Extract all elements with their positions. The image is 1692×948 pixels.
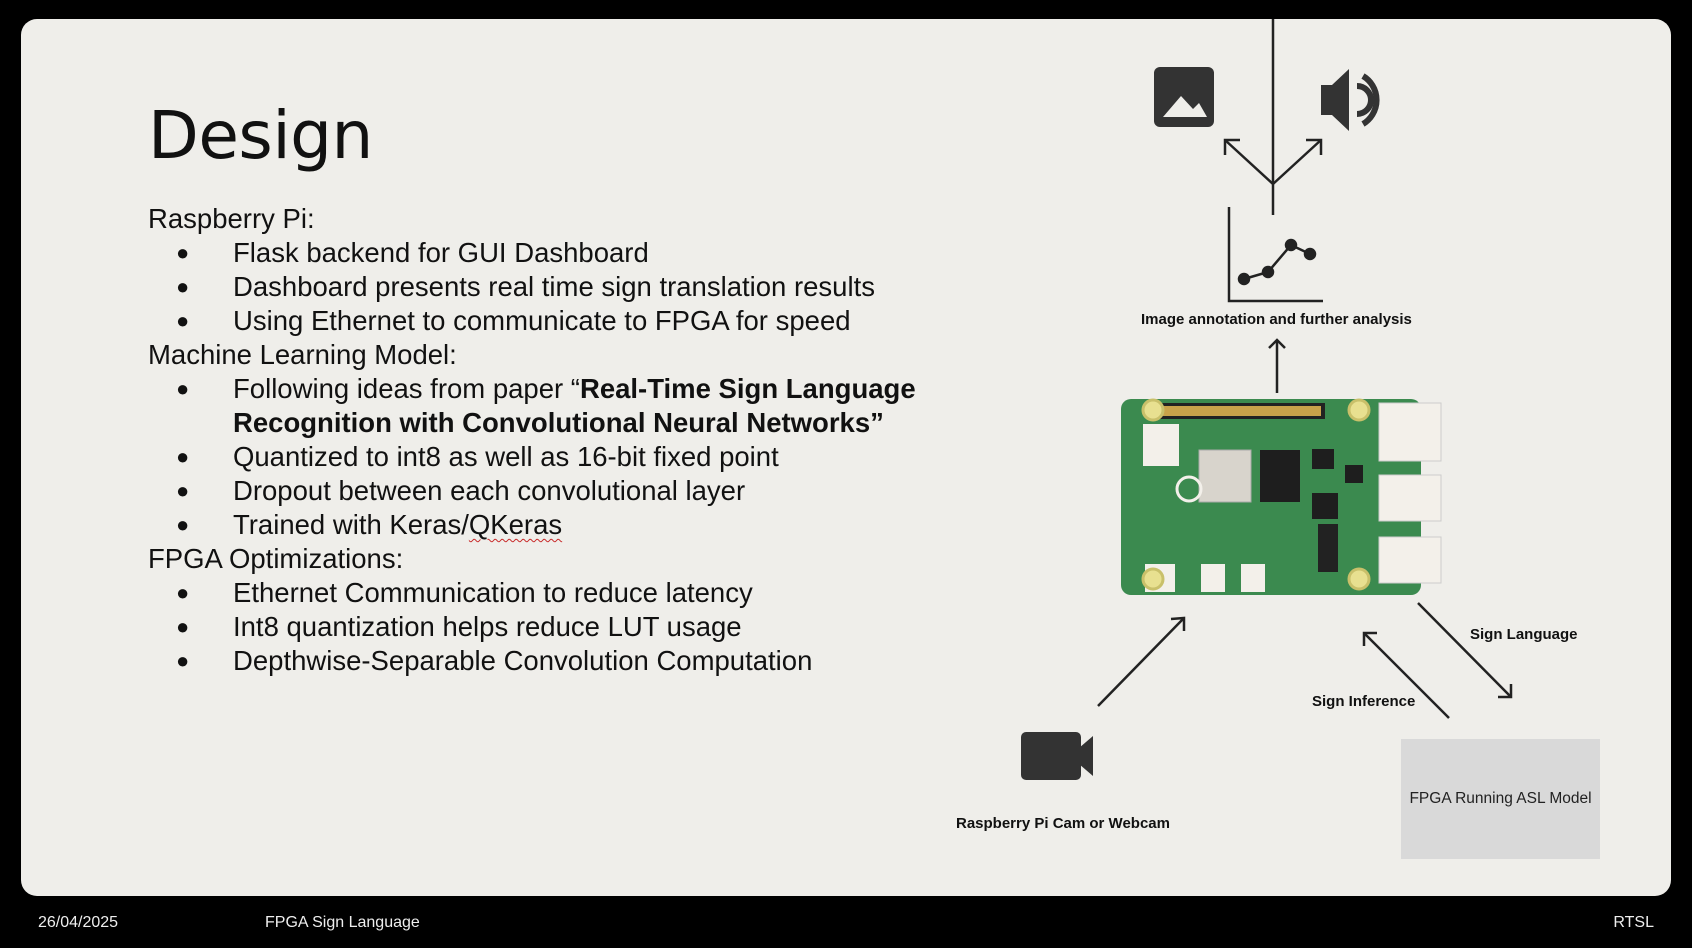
image-icon	[1154, 67, 1214, 127]
bullet-text: Following ideas from paper “	[233, 373, 580, 404]
raspberry-pi-board	[1121, 398, 1442, 595]
sign-language-arrow	[1417, 602, 1513, 699]
bullet-icon: ●	[176, 512, 190, 537]
footer-project: FPGA Sign Language	[265, 914, 420, 931]
spellcheck-word: QKeras	[468, 509, 563, 540]
bullet-icon: ●	[176, 274, 190, 299]
bullet-text: Trained with Keras/	[233, 509, 469, 540]
list-item: ● Following ideas from paper “Real-Time S…	[148, 372, 968, 440]
raspberry-pi-bullets: ● Flask backend for GUI Dashboard ● Dashbo…	[148, 236, 968, 338]
footer-date: 26/04/2025	[38, 914, 119, 931]
bullet-icon: ●	[176, 580, 190, 605]
bullet-icon: ●	[176, 308, 190, 333]
camera-arrow	[1097, 616, 1186, 707]
bullet-text: Dashboard presents real time sign transl…	[233, 271, 875, 302]
bullet-text: Depthwise-Separable Convolution Computat…	[233, 645, 813, 676]
section-heading-fpga: FPGA Optimizations:	[148, 543, 404, 574]
bullet-icon: ●	[176, 648, 190, 673]
bullet-text: Using Ethernet to communicate to FPGA fo…	[233, 305, 851, 336]
list-item: ● Ethernet Communication to reduce latenc…	[148, 576, 968, 610]
footer-code: RTSL	[1613, 914, 1654, 931]
sign-language-label: Sign Language	[1470, 626, 1578, 643]
list-item: ● Quantized to int8 as well as 16-bit fix…	[148, 440, 968, 474]
ml-model-bullets: ● Following ideas from paper “Real-Time S…	[148, 372, 968, 542]
bullet-icon: ●	[176, 444, 190, 469]
up-arrow	[1268, 338, 1286, 393]
line-chart-icon	[1227, 207, 1323, 303]
list-item: ● Trained with Keras/QKeras	[148, 508, 968, 542]
list-item: ● Int8 quantization helps reduce LUT usag…	[148, 610, 968, 644]
fpga-box-label: FPGA Running ASL Model	[1409, 790, 1592, 807]
bullet-text: Flask backend for GUI Dashboard	[233, 237, 649, 268]
bullet-icon: ●	[176, 240, 190, 265]
bullet-text: Quantized to int8 as well as 16-bit fixe…	[233, 441, 779, 472]
list-item: ● Using Ethernet to communicate to FPGA f…	[148, 304, 968, 338]
list-item: ● Flask backend for GUI Dashboard	[148, 236, 968, 270]
image-annotation-label: Image annotation and further analysis	[1141, 311, 1412, 328]
design-content: Raspberry Pi: ● Flask backend for GUI Das…	[148, 202, 968, 678]
bullet-text: Int8 quantization helps reduce LUT usage	[233, 611, 742, 642]
video-camera-icon	[1021, 732, 1093, 780]
slide-title: Design	[148, 97, 373, 174]
section-heading-raspberry-pi: Raspberry Pi:	[148, 203, 315, 234]
paper-title: Real-Time Sign Language Recognition with…	[233, 373, 916, 438]
bullet-text: Ethernet Communication to reduce latency	[233, 577, 753, 608]
list-item: ● Dashboard presents real time sign trans…	[148, 270, 968, 304]
section-heading-ml-model: Machine Learning Model:	[148, 339, 457, 370]
speaker-icon	[1321, 69, 1380, 131]
slide: Design Raspberry Pi: ● Flask backend for …	[21, 19, 1671, 896]
list-item: ● Depthwise-Separable Convolution Computa…	[148, 644, 968, 678]
closing-quote: ”	[870, 407, 884, 438]
fpga-bullets: ● Ethernet Communication to reduce latenc…	[148, 576, 968, 678]
bullet-icon: ●	[176, 478, 190, 503]
camera-label: Raspberry Pi Cam or Webcam	[956, 815, 1170, 832]
list-item: ● Dropout between each convolutional laye…	[148, 474, 968, 508]
bullet-text: Dropout between each convolutional layer	[233, 475, 746, 506]
fpga-box: FPGA Running ASL Model	[1401, 739, 1600, 859]
sign-inference-label: Sign Inference	[1312, 693, 1416, 710]
bullet-icon: ●	[176, 614, 190, 639]
split-arrows	[1223, 19, 1323, 215]
bullet-icon: ●	[176, 376, 190, 401]
